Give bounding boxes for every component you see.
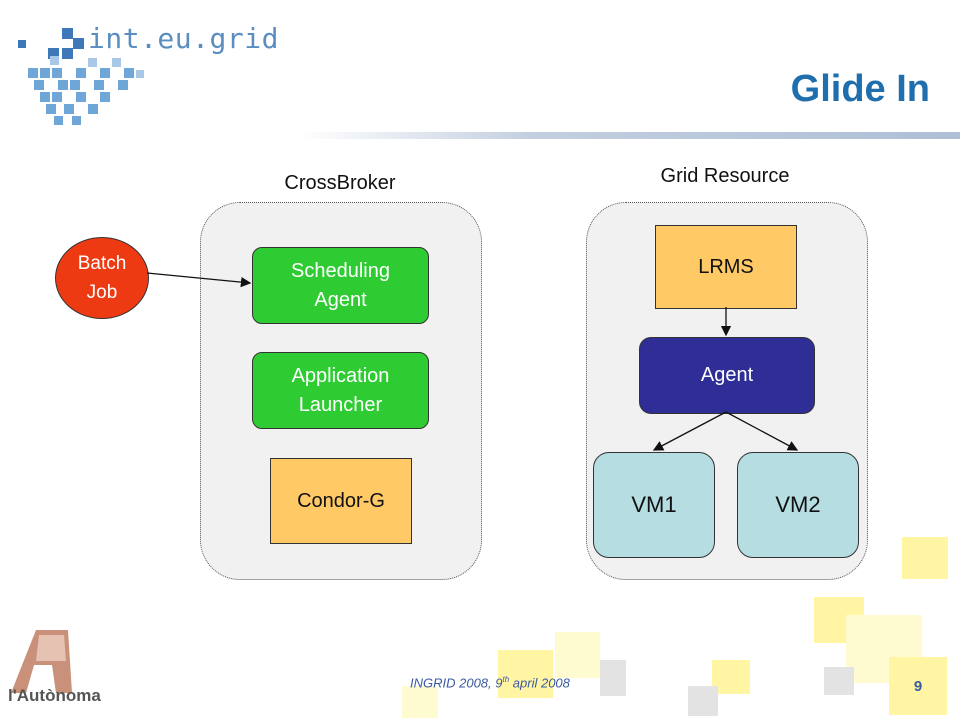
page-number-label: 9 (913, 677, 923, 695)
university-logo-text: l'Autònoma (8, 686, 101, 705)
condor-g-box: Condor-G (270, 458, 412, 544)
arrow-agent-to-vm1 (652, 411, 727, 451)
scheduling-agent-box: Scheduling Agent (252, 247, 429, 324)
decor-square (902, 537, 948, 579)
agent-box: Agent (639, 337, 815, 414)
slide-title: Glide In (790, 68, 930, 110)
decor-square (600, 660, 626, 696)
crossbroker-label: CrossBroker (284, 172, 396, 194)
decor-square (402, 686, 438, 718)
footer-text: INGRID 2008, 9th april 2008 (410, 675, 570, 690)
footer-text-prefix: INGRID 2008, 9 (410, 675, 503, 691)
lrms-label: LRMS (698, 255, 754, 278)
title-rule (300, 132, 960, 139)
footer-text-sup: th (502, 675, 510, 684)
project-logo-text: int.eu.grid (88, 22, 279, 55)
scheduling-agent-label: Scheduling Agent (291, 259, 390, 311)
project-logo-icon (18, 28, 144, 125)
vm2-box: VM2 (737, 452, 859, 558)
university-logo-icon (11, 630, 72, 693)
vm1-label: VM1 (631, 492, 677, 517)
condor-g-label: Condor-G (297, 489, 385, 512)
vm1-box: VM1 (593, 452, 715, 558)
application-launcher-label: Application Launcher (291, 364, 390, 416)
application-launcher-box: Application Launcher (252, 352, 429, 429)
batch-job-label: Batch Job (77, 253, 127, 303)
decor-square (712, 660, 750, 694)
vm2-label: VM2 (775, 492, 821, 517)
decor-square (498, 650, 553, 698)
footer-text-suffix: april 2008 (509, 675, 570, 691)
page-number: 9 (889, 657, 947, 715)
decor-square (688, 686, 718, 716)
batch-job-circle: Batch Job (55, 237, 149, 319)
agent-label: Agent (700, 364, 754, 386)
arrow-agent-to-vm2 (725, 411, 799, 451)
grid-resource-label: Grid Resource (660, 165, 790, 187)
decor-square (555, 632, 600, 678)
arrow-batch-to-scheduling (146, 272, 252, 288)
decor-square (824, 667, 854, 695)
lrms-box: LRMS (655, 225, 797, 309)
